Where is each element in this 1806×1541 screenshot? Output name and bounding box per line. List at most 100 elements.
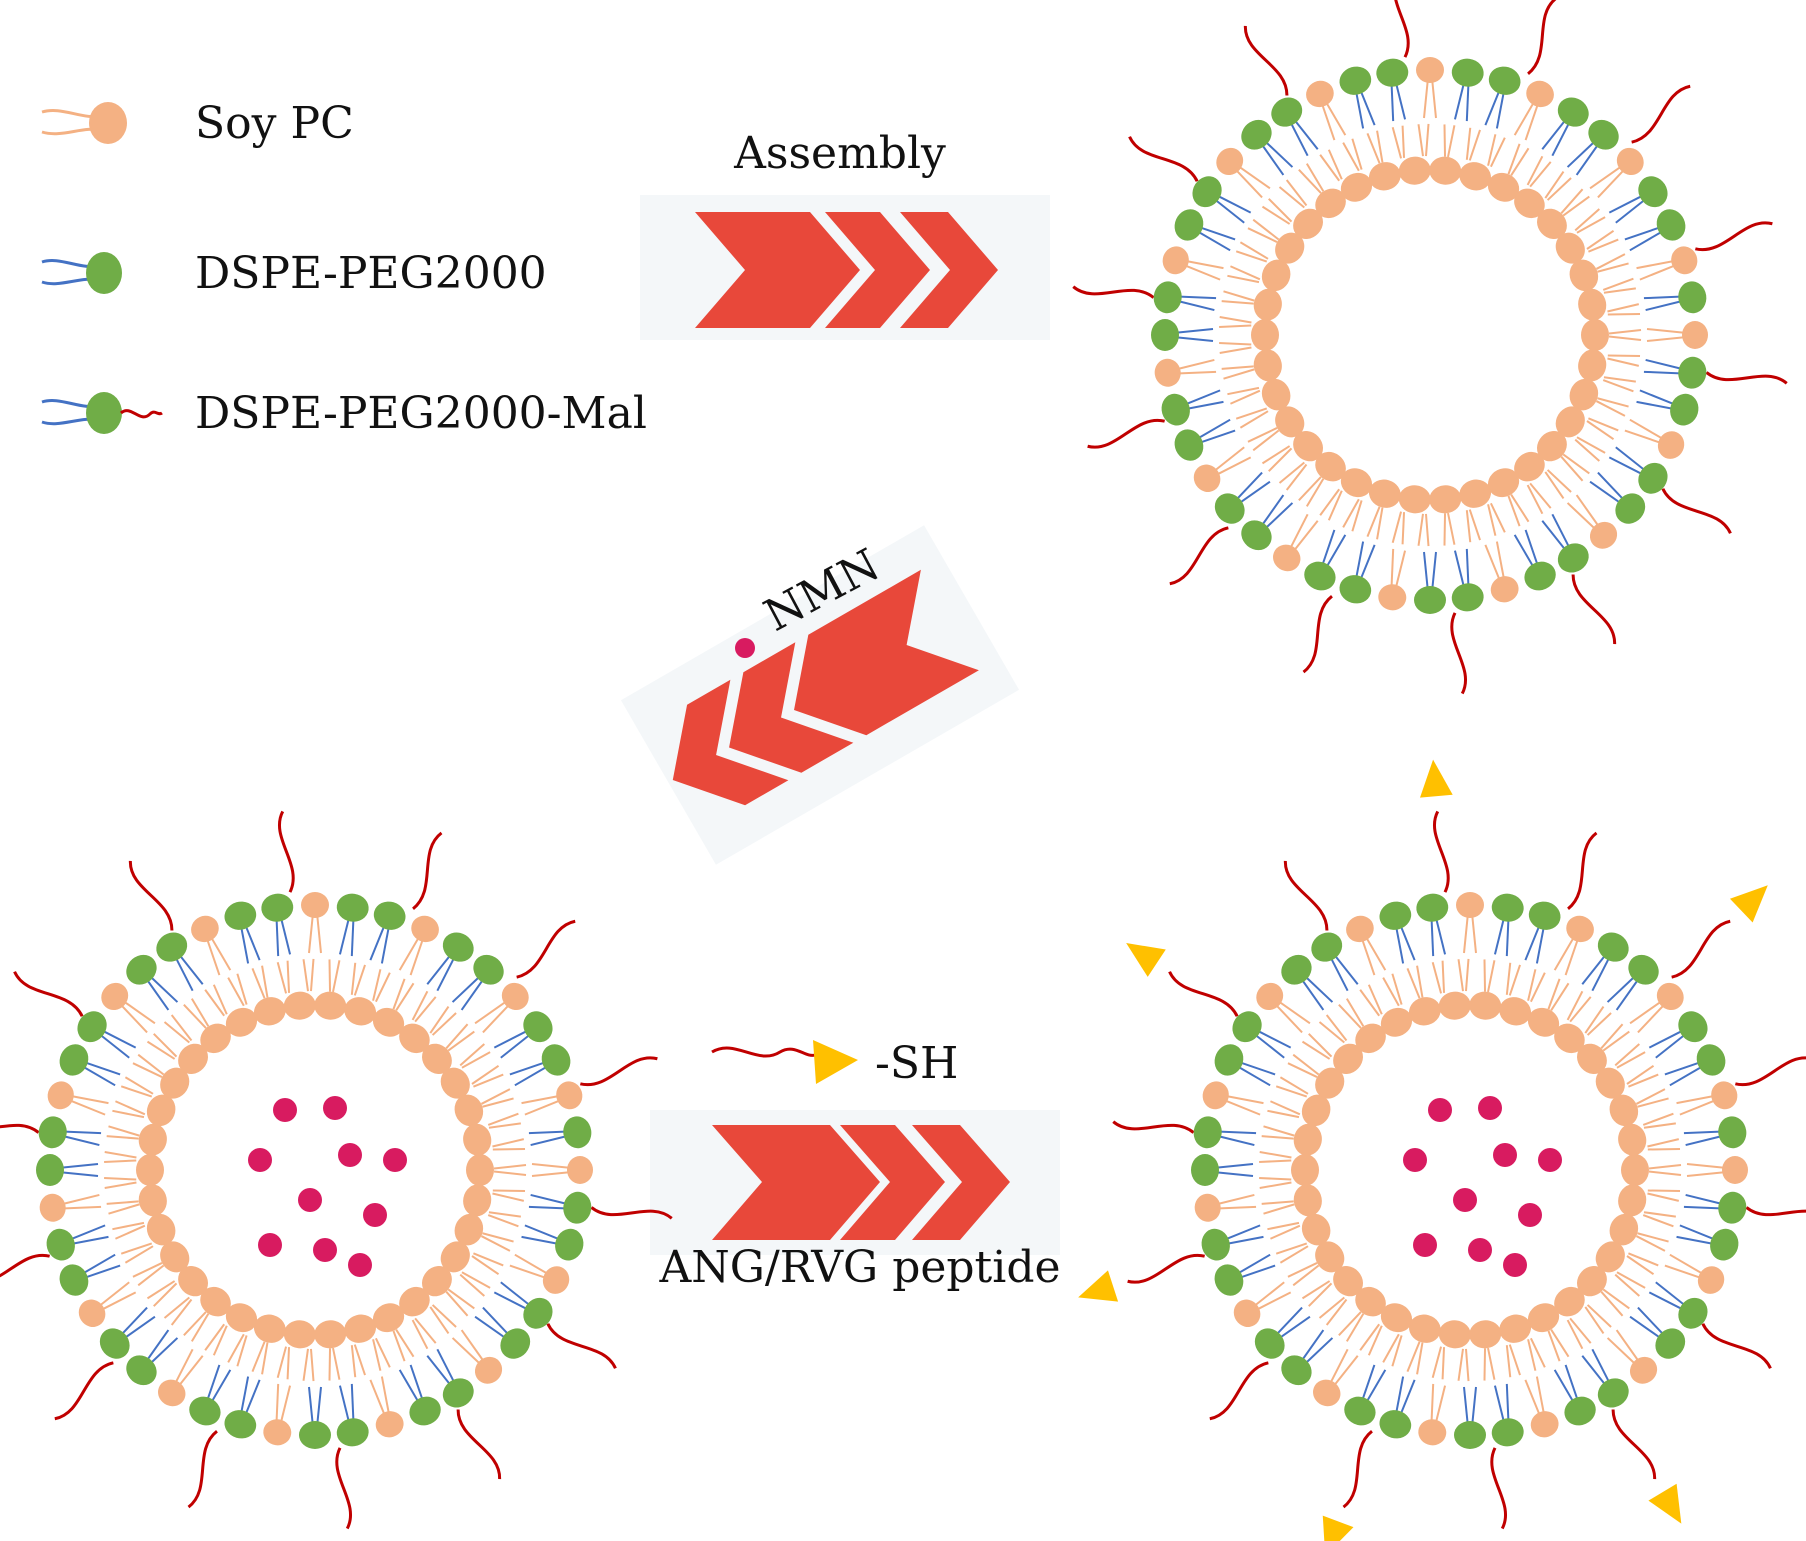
lipid-tail	[275, 919, 280, 957]
lipid-tail	[236, 973, 248, 1005]
lipid-tail	[1391, 1335, 1403, 1367]
soy-pc-head	[178, 1266, 209, 1297]
peptide-modified-liposome	[1078, 759, 1806, 1541]
lipid-tail	[240, 1376, 250, 1413]
soy-pc-head	[344, 1314, 377, 1343]
soy-pc-head	[47, 1081, 74, 1110]
lipid-tail	[1366, 506, 1381, 537]
soy-pc-head	[1536, 431, 1567, 462]
lipid-tail	[1417, 513, 1424, 546]
lipid-tail	[1247, 427, 1278, 443]
lipid-tail	[1200, 226, 1236, 241]
chevron-arrow-icon	[695, 212, 860, 328]
lipid-tail	[1629, 1315, 1661, 1339]
lipid-tail	[1526, 484, 1544, 515]
nmn-dot-icon	[363, 1203, 387, 1227]
lipid-tail	[1261, 1135, 1294, 1140]
lipid-tail	[1230, 389, 1261, 405]
lipid-tail	[1360, 544, 1376, 579]
peg-head	[1379, 1410, 1412, 1439]
peg-head	[500, 1328, 531, 1359]
lipid-tail	[473, 1252, 504, 1267]
lipid-tail	[153, 1033, 178, 1058]
soy-pc-head	[146, 1094, 176, 1127]
nmn-dot-icon	[1428, 1098, 1452, 1122]
lipid-tail	[1648, 1030, 1682, 1049]
peg-head	[523, 1011, 553, 1043]
lipid-tail	[211, 1369, 232, 1402]
mal-chain	[579, 1056, 658, 1087]
soy-pc-head	[1418, 1419, 1447, 1446]
peg-head	[1678, 281, 1707, 314]
nmn-dot-icon	[1493, 1143, 1517, 1167]
lipid-tail	[1602, 1288, 1630, 1310]
lipid-tail	[1361, 940, 1376, 976]
lipid-tail	[212, 1325, 228, 1356]
soy-pc-head	[463, 1184, 492, 1217]
lipid-tail	[286, 1347, 291, 1380]
soy-pc-head	[1261, 378, 1291, 411]
lipid-tail	[1637, 1232, 1669, 1243]
lipid-tail	[1247, 227, 1278, 243]
lipid-tail	[1505, 1345, 1512, 1378]
soy-pc-head	[1656, 982, 1684, 1011]
lipid-tail	[1406, 1341, 1421, 1372]
nmn-dot-icon	[1503, 1253, 1527, 1277]
chevron-arrow-icon	[900, 212, 998, 328]
soy-pc-head	[314, 991, 347, 1020]
lipid-tail	[1465, 127, 1472, 160]
lipid-tail	[61, 1171, 99, 1177]
lipid-tail	[461, 1051, 491, 1069]
lipid-tail	[1655, 1281, 1685, 1306]
lipid-tail	[1301, 1329, 1325, 1361]
soy-pc-head	[1618, 1123, 1647, 1156]
lipid-tail	[1464, 958, 1470, 992]
lipid-tail	[1294, 520, 1319, 550]
legend: Soy PC DSPE-PEG2000 DSPE-PEG2000-Mal	[41, 98, 647, 439]
lipid-tail	[524, 1224, 559, 1240]
lipid-tail	[1338, 1003, 1362, 1029]
assembly-label: Assembly	[733, 128, 946, 179]
lipid-tail	[1551, 123, 1570, 157]
lipid-tail	[1647, 1192, 1680, 1202]
lipid-tail	[395, 1329, 415, 1358]
peg-head	[38, 1116, 67, 1149]
lipid-tail	[1219, 1205, 1257, 1210]
lipid-tail	[1635, 1235, 1666, 1252]
lipid-tail	[1261, 445, 1291, 465]
lipid-tail	[372, 969, 382, 1001]
lipid-tail	[398, 1369, 419, 1402]
lipid-tail	[482, 1232, 514, 1243]
lipid-tail	[137, 1053, 165, 1076]
soy-pc-head	[225, 1303, 258, 1333]
soy-pc-head	[1629, 1356, 1658, 1384]
lipid-tail	[83, 1066, 116, 1087]
lipid-tail	[1463, 1386, 1469, 1424]
lipid-tail	[1236, 170, 1263, 199]
lipid-tail	[1574, 438, 1600, 462]
lipid-tail	[1326, 534, 1347, 567]
lipid-tail	[308, 1386, 314, 1424]
lipid-tail	[1298, 476, 1322, 502]
lipid-tail	[1683, 1205, 1721, 1210]
peg-head	[473, 954, 504, 985]
lipid-tail	[1390, 84, 1395, 122]
soy-pc-head	[399, 1023, 430, 1054]
lipid-tail	[1259, 1151, 1292, 1159]
soy-pc-head	[1595, 1241, 1625, 1273]
lipid-tail	[1342, 142, 1360, 172]
lipid-tail	[409, 940, 424, 976]
lipid-tail	[1566, 141, 1595, 168]
lipid-tail	[1430, 1383, 1435, 1421]
lipid-tail	[190, 998, 210, 1027]
peg-head	[336, 1418, 369, 1447]
chevron-arrow-icon	[712, 1125, 880, 1240]
lipid-tail	[1576, 216, 1606, 234]
lipid-tail	[1569, 1317, 1592, 1344]
nmn-dot-icon	[338, 1143, 362, 1167]
lipid-tail	[1351, 138, 1363, 170]
soy-pc-head	[454, 1094, 484, 1127]
lipid-tail	[1287, 1062, 1318, 1078]
peg-head	[156, 932, 188, 962]
lipid-tail	[1535, 927, 1545, 964]
